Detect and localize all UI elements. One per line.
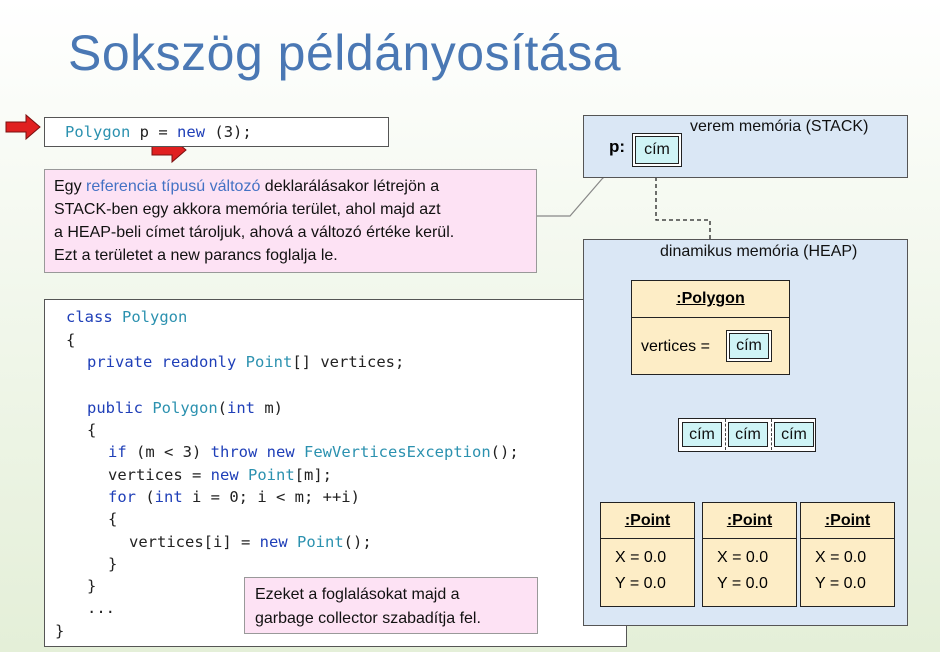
point-object-header: :Point (702, 502, 797, 539)
gc-note: Ezeket a foglalásokat majd a garbage col… (244, 577, 538, 634)
code-line: public Polygon(int m) (87, 399, 283, 417)
code-keyword: throw new (210, 443, 295, 461)
polygon-address-cell: cím (726, 330, 772, 362)
point-object-header: :Point (600, 502, 695, 539)
code-line: private readonly Point[] vertices; (87, 353, 404, 371)
polygon-field-label: vertices = (641, 338, 710, 355)
code-line: } (87, 577, 97, 595)
code-type: Polygon (122, 308, 188, 326)
code-keyword: new (259, 533, 288, 551)
array-divider (725, 419, 726, 450)
code-args: (3); (214, 123, 252, 141)
point-y: Y = 0.0 (815, 575, 866, 592)
code-text: (); (343, 533, 372, 551)
note-line: garbage collector szabadítja fel. (255, 610, 481, 627)
code-type: FewVerticesException (304, 443, 491, 461)
point-object-body: X = 0.0 Y = 0.0 (702, 539, 797, 607)
code-type: Polygon (65, 123, 131, 141)
code-text: vertices = (108, 466, 211, 484)
array-cell: cím (682, 422, 722, 447)
code-line: class Polygon (66, 308, 187, 326)
code-keyword: public (87, 399, 143, 417)
code-line: { (108, 510, 118, 528)
code-line: } (108, 555, 118, 573)
note-line: Egy referencia típusú változó deklarálás… (54, 175, 527, 198)
code-var: p (139, 123, 150, 141)
code-keyword: if (108, 443, 127, 461)
code-keyword: new (210, 466, 239, 484)
array-cell: cím (774, 422, 814, 447)
code-keyword: int (154, 488, 183, 506)
code-text: m) (255, 399, 284, 417)
code-op: = (158, 123, 168, 141)
point-x: X = 0.0 (717, 549, 769, 566)
point-y: Y = 0.0 (615, 575, 666, 592)
code-line: vertices = new Point[m]; (108, 466, 332, 484)
code-line: } (55, 622, 65, 640)
code-line: vertices[i] = new Point(); (129, 533, 372, 551)
code-text: [m]; (294, 466, 332, 484)
array-cell: cím (728, 422, 768, 447)
stack-var-label: p: (609, 137, 626, 156)
code-line: { (66, 331, 76, 349)
note-line: Ezt a területet a new parancs foglalja l… (54, 247, 338, 264)
code-text: [] vertices; (292, 353, 405, 371)
note-line: a HEAP-beli címet tároljuk, ahová a vált… (54, 224, 455, 241)
code-text: (); (490, 443, 519, 461)
vertices-array: cím cím cím (678, 418, 816, 452)
point-x: X = 0.0 (615, 549, 667, 566)
code-keyword: int (227, 399, 256, 417)
code-text: (m < 3) (126, 443, 211, 461)
point-object-body: X = 0.0 Y = 0.0 (800, 539, 895, 607)
code-keyword: for (108, 488, 136, 506)
note-text: deklarálásakor létrejön a (260, 178, 440, 195)
code-text: i = 0; i < m; ++i) (182, 488, 360, 506)
declaration-code: Polygon p = new (3); (44, 117, 389, 147)
code-line: { (87, 421, 97, 439)
code-keyword: new (177, 123, 206, 141)
code-line: for (int i = 0; i < m; ++i) (108, 488, 360, 506)
code-type: Point (245, 353, 293, 371)
reference-note: Egy referencia típusú változó deklarálás… (44, 169, 537, 273)
red-arrow-icon (5, 113, 41, 141)
array-divider (771, 419, 772, 450)
code-keyword: class (66, 308, 113, 326)
polygon-object-header: :Polygon (631, 280, 790, 318)
polygon-object-body: vertices = cím (631, 318, 790, 375)
code-type: Polygon (152, 399, 218, 417)
point-x: X = 0.0 (815, 549, 867, 566)
point-object-header: :Point (800, 502, 895, 539)
code-line: ... (87, 599, 115, 617)
code-line: if (m < 3) throw new FewVerticesExceptio… (108, 443, 519, 461)
stack-address-cell: cím (632, 133, 682, 167)
callout-pointer (537, 171, 609, 217)
note-highlight: referencia típusú változó (86, 178, 261, 195)
address-value: cím (729, 333, 769, 359)
code-type: Point (248, 466, 295, 484)
note-line: STACK-ben egy akkora memória terület, ah… (54, 201, 441, 218)
point-object-body: X = 0.0 Y = 0.0 (600, 539, 695, 607)
address-value: cím (635, 136, 679, 164)
code-keyword: private readonly (87, 353, 237, 371)
code-text: ( (136, 488, 155, 506)
code-text: ( (217, 399, 228, 417)
page-title: Sokszög példányosítása (68, 25, 622, 81)
note-line: Ezeket a foglalásokat majd a (255, 586, 460, 603)
heap-label: dinamikus memória (HEAP) (660, 243, 858, 260)
stack-label: verem memória (STACK) (690, 118, 869, 135)
code-type: Point (297, 533, 344, 551)
code-text: vertices[i] = (129, 533, 260, 551)
note-text: Egy (54, 178, 87, 195)
point-y: Y = 0.0 (717, 575, 768, 592)
